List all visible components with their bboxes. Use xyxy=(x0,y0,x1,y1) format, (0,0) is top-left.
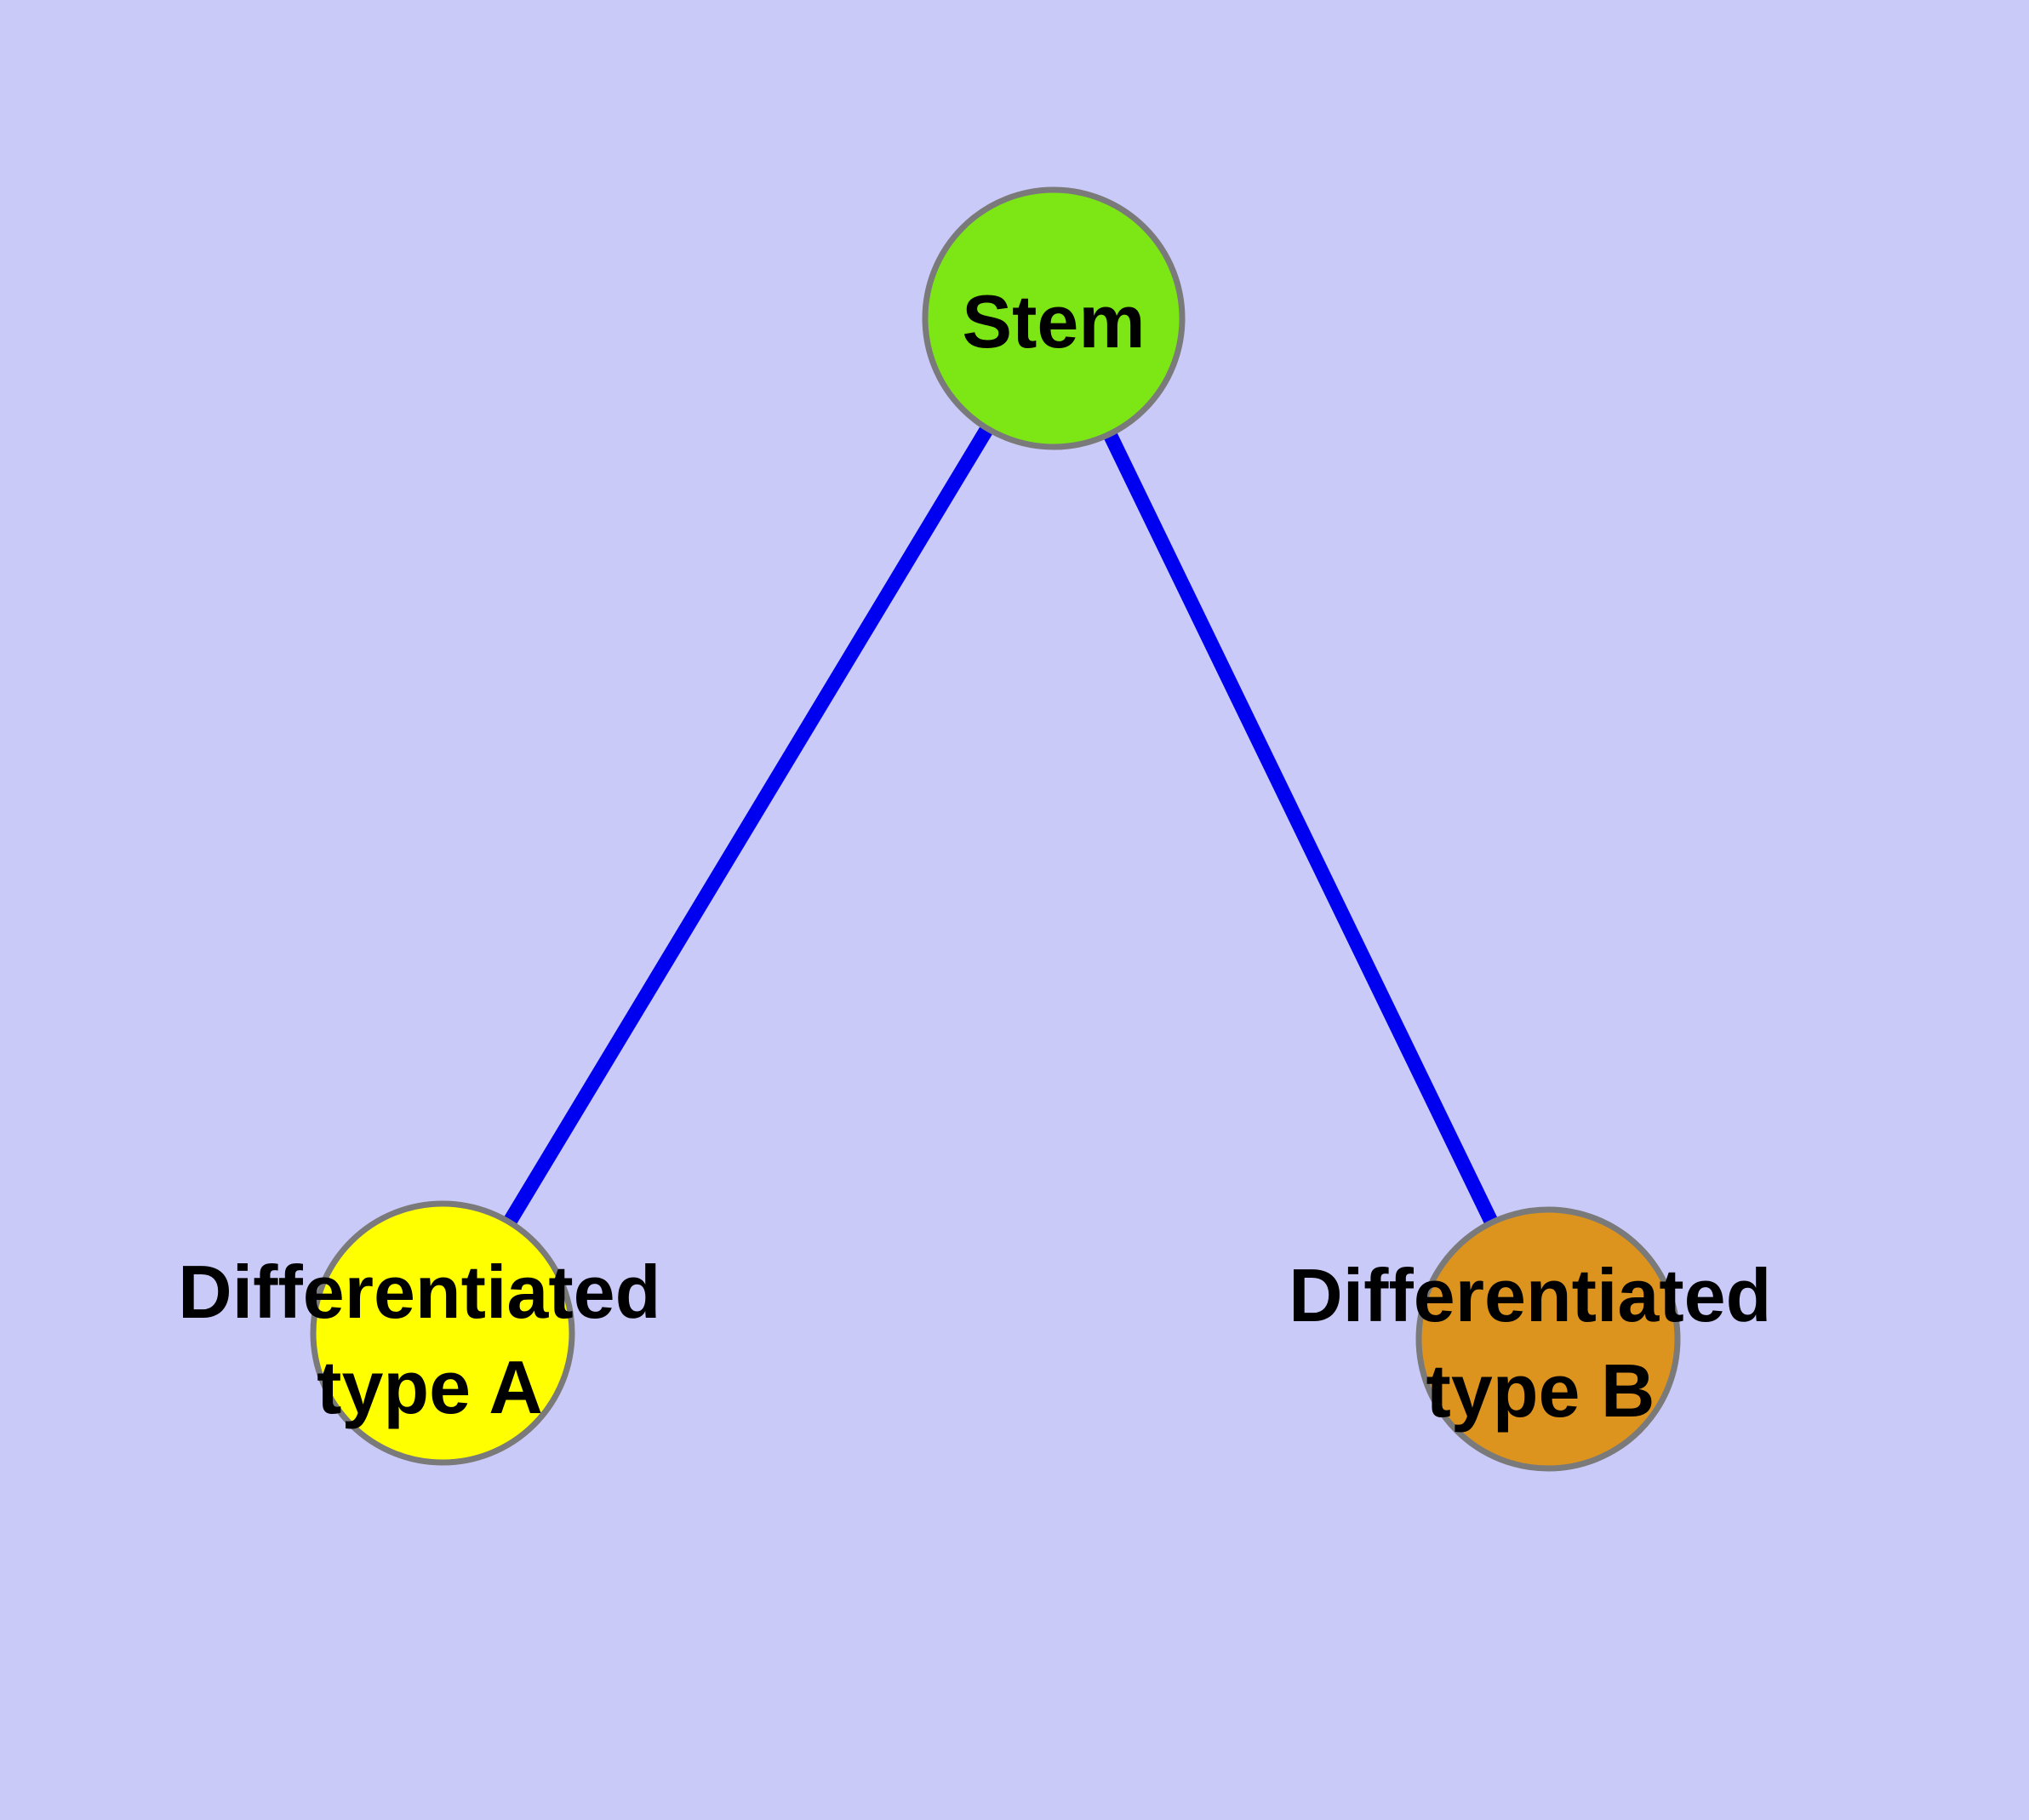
node-differentiated-type-b-label: Differentiated type B xyxy=(1289,1253,1792,1433)
node-stem-label: Stem xyxy=(962,279,1145,363)
node-differentiated-type-a-label: Differentiated type A xyxy=(178,1250,682,1429)
node-differentiated-type-a-circle xyxy=(310,1200,575,1466)
node-differentiated-type-a-label-line1: Differentiated xyxy=(178,1250,660,1334)
node-differentiated-type-b-label-line1: Differentiated xyxy=(1289,1253,1771,1337)
edge-stem-to-typeB xyxy=(1047,315,1555,1342)
node-differentiated-type-a-label-line2: type A xyxy=(317,1345,543,1429)
node-differentiated-type-b-circle xyxy=(1415,1206,1681,1472)
node-differentiated-type-b-label-line2: type B xyxy=(1426,1348,1655,1433)
node-stem-label-line1: Stem xyxy=(962,279,1145,363)
node-stem-circle xyxy=(922,186,1186,450)
edge-stem-to-typeA xyxy=(436,314,1060,1337)
